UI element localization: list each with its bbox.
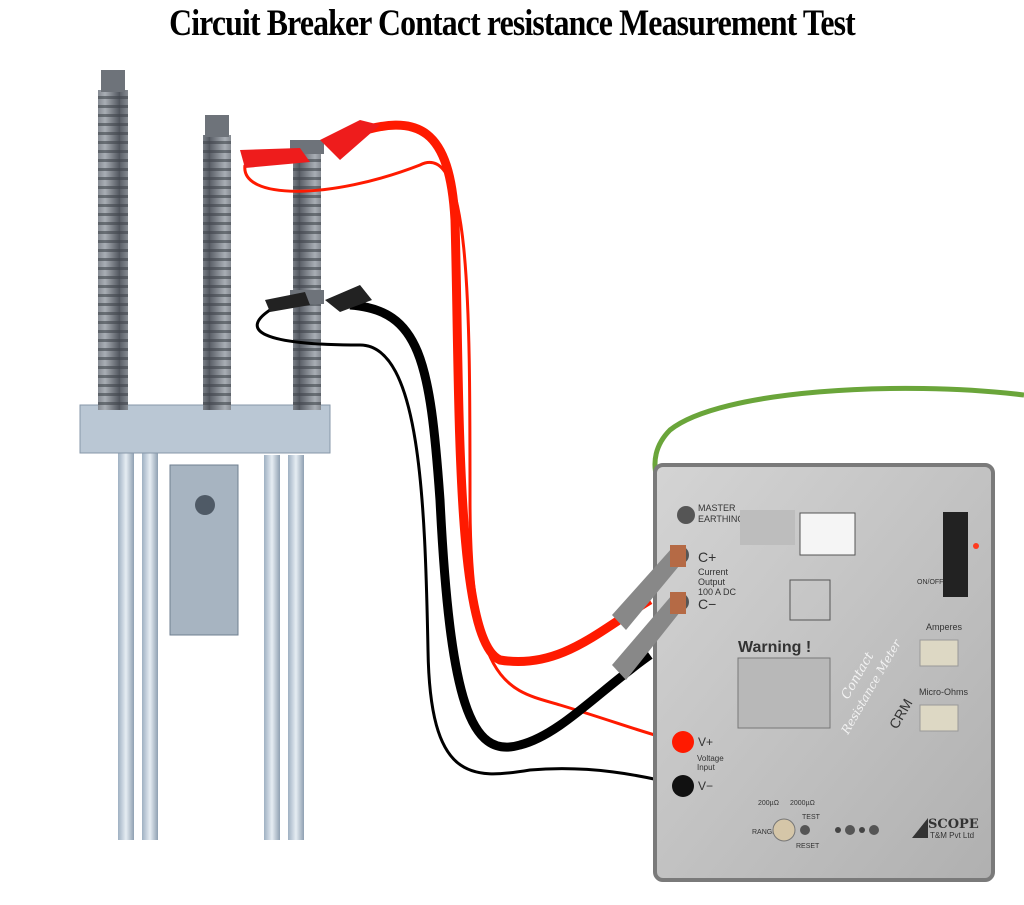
current-lead-negative[interactable]: [349, 300, 653, 752]
range-high-label: 2000µΩ: [790, 800, 815, 807]
v-plus-terminal[interactable]: [672, 731, 694, 753]
insulator-cap: [205, 115, 229, 137]
crocodile-clip-red[interactable]: [320, 120, 380, 160]
current-output-label: Output: [698, 577, 726, 587]
current-lead-positive[interactable]: [348, 120, 653, 666]
voltage-input-label: Voltage: [697, 754, 724, 763]
range-label: RANGE: [752, 829, 777, 836]
voltage-lead-positive[interactable]: [243, 161, 681, 744]
range-low-label: 200µΩ: [758, 800, 779, 807]
power-indicator-led: [973, 543, 979, 549]
insulator-column: [98, 90, 128, 410]
calibration-sticker: [799, 512, 856, 556]
voltage-lead-negative[interactable]: [255, 308, 681, 787]
red-clamps: [240, 120, 380, 168]
voltage-input-label: Input: [697, 763, 716, 772]
toggle-switch[interactable]: [845, 825, 855, 835]
spec-plate: [740, 510, 795, 545]
insulator-column: [203, 135, 231, 410]
cable-lug: [612, 595, 684, 680]
v-minus-terminal[interactable]: [672, 775, 694, 797]
current-output-label: Current: [698, 567, 729, 577]
current-output-label: 100 A DC: [698, 587, 737, 597]
crocodile-clip-red[interactable]: [240, 148, 310, 168]
support-leg: [288, 455, 304, 840]
insulator-column: [293, 150, 321, 410]
amperes-label: Amperes: [926, 622, 963, 632]
earthing-terminal[interactable]: [677, 506, 695, 524]
indicator-led: [859, 827, 865, 833]
support-leg: [142, 450, 158, 840]
cable-lug: [612, 548, 684, 630]
amperes-display: [919, 639, 959, 667]
earthing-label: MASTER: [698, 503, 736, 513]
lug-copper: [670, 592, 686, 614]
circuit-breaker: [79, 70, 331, 840]
lug-copper: [670, 545, 686, 567]
brand-logo: SCOPE: [928, 817, 979, 832]
crocodile-clip-black[interactable]: [265, 292, 310, 312]
reset-label: RESET: [796, 843, 820, 850]
toggle-switch[interactable]: [869, 825, 879, 835]
wiring-diagram: [789, 579, 831, 621]
test-reset-switch[interactable]: [800, 825, 810, 835]
contact-resistance-meter: MASTER EARTHING C+ Current Output 100 A …: [612, 463, 995, 882]
v-plus-label: V+: [698, 735, 713, 749]
warning-label: Warning !: [738, 639, 811, 656]
black-clamps: [265, 285, 372, 312]
range-selector-knob[interactable]: [772, 818, 796, 842]
support-leg: [118, 450, 134, 840]
power-socket[interactable]: [943, 512, 968, 597]
crocodile-clip-black[interactable]: [325, 285, 372, 312]
v-minus-label: V−: [698, 779, 713, 793]
support-leg: [264, 455, 280, 840]
crossbeam: [79, 404, 331, 454]
control-cabinet: [169, 464, 239, 636]
page-title: Circuit Breaker Contact resistance Measu…: [169, 3, 856, 44]
warning-text-block: [737, 657, 831, 729]
indicator-led: [835, 827, 841, 833]
cabinet-window: [195, 495, 215, 515]
insulator-cap: [101, 70, 125, 92]
micro-ohms-label: Micro-Ohms: [919, 687, 968, 697]
micro-ohms-display: [919, 704, 959, 732]
c-minus-label: C−: [698, 596, 716, 612]
scope-logo-mark: [912, 818, 928, 838]
test-label: TEST: [802, 814, 821, 821]
earthing-label: EARTHING: [698, 514, 744, 524]
on-off-label: ON/OFF: [917, 579, 943, 586]
brand-subtitle: T&M Pvt Ltd: [930, 831, 974, 840]
c-plus-label: C+: [698, 549, 716, 565]
